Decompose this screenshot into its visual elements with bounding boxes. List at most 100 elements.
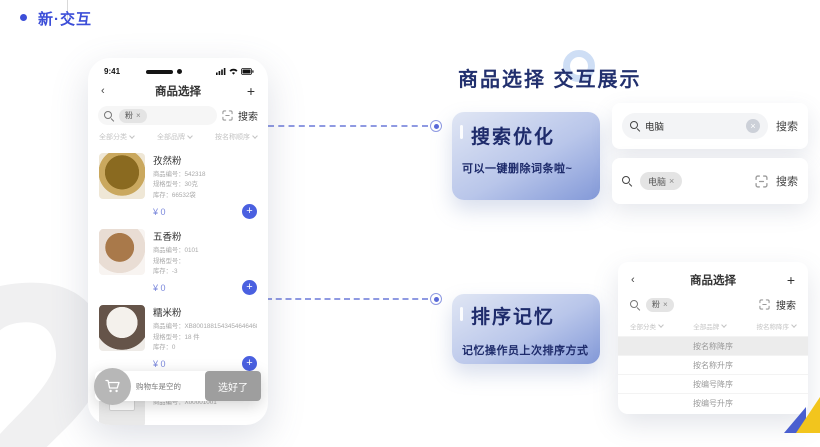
battery-icon (241, 68, 254, 75)
connector-dot (430, 293, 442, 305)
product-stock: 库存：-3 (153, 267, 178, 275)
search-button[interactable]: 搜索 (776, 176, 798, 188)
search-button[interactable]: 搜索 (238, 112, 258, 123)
add-icon[interactable]: + (786, 272, 795, 288)
notch (146, 69, 174, 74)
sort-option-name-asc[interactable]: 按名称升序 (618, 355, 808, 374)
product-name: 五香粉 (153, 232, 182, 244)
product-spec: 规格型号： (153, 257, 185, 265)
callout-title: 排序记忆 (471, 307, 556, 328)
filter-label: 按名称顺序 (215, 134, 250, 141)
filter-brand[interactable]: 全部品牌 (157, 132, 193, 142)
confirm-button[interactable]: 选好了 (205, 371, 261, 401)
connector-line (268, 125, 428, 127)
product-info: 五香粉 商品编号：0101 规格型号： 库存：-3 ¥ 0+ (153, 229, 257, 296)
product-code: 商品编号：X00001001 (153, 399, 217, 407)
filter-brand[interactable]: 全部品牌 (693, 321, 728, 331)
callout-subtitle: 可以一键删除词条啦~ (462, 163, 573, 175)
back-icon[interactable]: ‹ (631, 274, 635, 286)
panel-search-bar: 粉× 搜索 (618, 292, 808, 314)
callout-tick (460, 307, 463, 321)
product-image (99, 305, 145, 352)
connector-dot (430, 120, 442, 132)
scan-icon[interactable] (222, 110, 233, 121)
sort-option-name-desc[interactable]: 按名称降序 (618, 336, 808, 355)
section-label: 新·交互 (38, 11, 92, 28)
chip-close-icon[interactable]: × (669, 176, 675, 186)
chevron-down-icon (129, 133, 135, 139)
cart-bar: 购物车是空的 选好了 (94, 367, 261, 405)
chip-close-icon[interactable]: × (663, 300, 668, 309)
filter-sort[interactable]: 按名称降序 (757, 321, 797, 331)
filter-category[interactable]: 全部分类 (99, 132, 135, 142)
product-code: 商品编号：XB80018815434546464680126 (153, 323, 257, 331)
status-time: 9:41 (104, 67, 121, 76)
phone-nav: ‹ 商品选择 + (88, 76, 268, 103)
product-info: 孜然粉 商品编号：542318 规格型号：30克 库存：66532袋 ¥ 0+ (153, 153, 257, 220)
phone-mockup: 9:41 ‹ 商品选择 + 粉× 搜索 全部分类 全部品牌 按名称顺序 (88, 58, 268, 425)
status-icons (216, 68, 254, 75)
product-spec: 规格型号：30克 (153, 181, 198, 189)
chevron-down-icon (252, 133, 258, 139)
product-image (99, 229, 145, 276)
sort-panel: ‹ 商品选择 + 粉× 搜索 全部分类 全部品牌 按名称降序 按名称降序 按名称… (618, 262, 808, 414)
add-icon[interactable]: + (246, 83, 255, 99)
corner-decoration (784, 393, 820, 433)
wifi-icon (229, 68, 238, 75)
cart-icon (104, 379, 120, 392)
product-stock: 库存：66532袋 (153, 191, 196, 199)
sort-option-code-desc[interactable]: 按编号降序 (618, 374, 808, 393)
search-chip[interactable]: 粉× (646, 297, 674, 312)
product-price: ¥ 0 (153, 206, 166, 217)
product-stock: 库存：0 (153, 344, 176, 351)
add-to-cart-button[interactable]: + (242, 280, 257, 296)
filter-label: 全部分类 (630, 324, 656, 331)
filter-category[interactable]: 全部分类 (630, 321, 664, 331)
product-price: ¥ 0 (153, 358, 166, 369)
product-row[interactable]: 孜然粉 商品编号：542318 规格型号：30克 库存：66532袋 ¥ 0+ (88, 146, 268, 222)
cart-button[interactable] (94, 367, 131, 405)
phone-search-bar: 粉× 搜索 (98, 106, 258, 125)
chevron-down-icon (658, 322, 664, 328)
back-icon[interactable]: ‹ (101, 85, 105, 97)
chevron-down-icon (721, 322, 728, 328)
product-name: 糯米粉 (153, 308, 182, 320)
search-icon (622, 176, 632, 186)
top-rule-divider (67, 0, 68, 20)
search-chip[interactable]: 电脑× (640, 172, 683, 190)
scan-icon[interactable] (755, 174, 768, 188)
clear-icon[interactable]: × (746, 119, 760, 133)
signal-icon (216, 68, 226, 75)
search-input[interactable]: 粉× (98, 106, 217, 125)
search-button[interactable]: 搜索 (776, 121, 798, 133)
main-title: 商品选择 交互展示 (458, 69, 642, 91)
product-row[interactable]: 五香粉 商品编号：0101 规格型号： 库存：-3 ¥ 0+ (88, 222, 268, 298)
scan-icon[interactable] (759, 299, 770, 310)
add-to-cart-button[interactable]: + (242, 204, 257, 220)
callout-tick (460, 125, 463, 139)
bullet-dot (20, 14, 27, 21)
add-to-cart-button[interactable]: + (242, 356, 257, 372)
filter-row: 全部分类 全部品牌 按名称顺序 (88, 125, 268, 146)
search-demo-card-2: 电脑× 搜索 (612, 158, 808, 204)
chip-close-icon[interactable]: × (136, 111, 141, 120)
filter-label: 全部品牌 (157, 134, 185, 141)
page-title: 商品选择 (155, 86, 201, 98)
sort-option-code-asc[interactable]: 按编号升序 (618, 393, 808, 412)
chevron-down-icon (187, 133, 193, 139)
search-input[interactable]: 电脑 × (622, 113, 768, 139)
product-code: 商品编号：0101 (153, 247, 199, 255)
cart-empty-text: 购物车是空的 (136, 381, 181, 391)
status-bar: 9:41 (88, 58, 268, 76)
filter-label: 全部品牌 (693, 324, 720, 331)
title-ring-decoration (563, 50, 595, 82)
filter-sort[interactable]: 按名称顺序 (215, 132, 258, 142)
product-info: 糯米粉 商品编号：XB80018815434546464680126 规格型号：… (153, 305, 257, 372)
search-button[interactable]: 搜索 (776, 301, 796, 312)
product-row[interactable]: 糯米粉 商品编号：XB80018815434546464680126 规格型号：… (88, 298, 268, 374)
callout-subtitle: 记忆操作员上次排序方式 (462, 345, 589, 357)
search-icon (630, 121, 640, 131)
chip-label: 粉 (125, 111, 133, 120)
search-chip[interactable]: 粉× (119, 108, 147, 123)
